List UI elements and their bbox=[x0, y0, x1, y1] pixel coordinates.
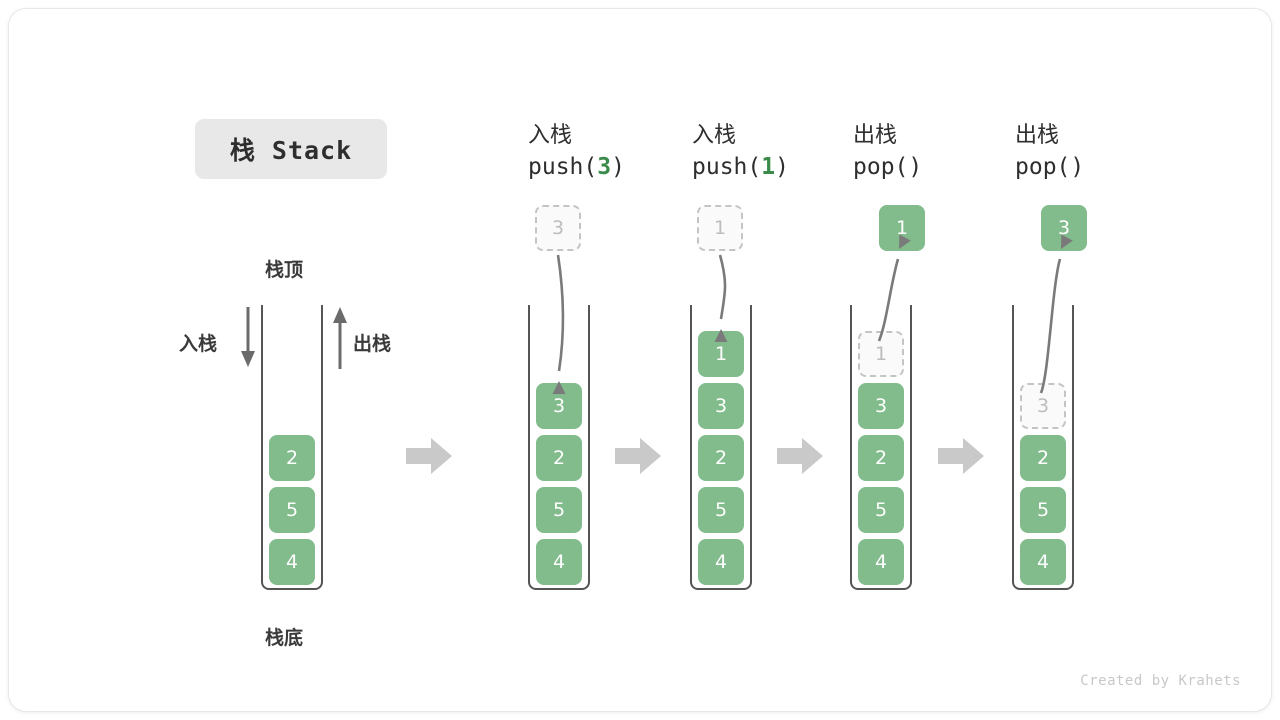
stack-container-step-4 bbox=[1012, 305, 1074, 590]
stack-cell: 4 bbox=[698, 539, 744, 585]
pop-arrow-step-4 bbox=[1039, 234, 1073, 394]
stack-cell: 2 bbox=[1020, 435, 1066, 481]
page-title: 栈 Stack bbox=[195, 119, 387, 179]
stack-container-step-2 bbox=[690, 305, 752, 590]
floating-element-step-1: 3 bbox=[535, 205, 581, 251]
step-separator-arrow-icon-1 bbox=[406, 438, 452, 474]
stack-container-step-3 bbox=[850, 305, 912, 590]
stack-cell: 2 bbox=[269, 435, 315, 481]
operation-argument: 1 bbox=[761, 154, 776, 180]
floating-element-step-2: 1 bbox=[697, 205, 743, 251]
stack-cell: 5 bbox=[269, 487, 315, 533]
stack-cell: 2 bbox=[698, 435, 744, 481]
stack-cell: 5 bbox=[698, 487, 744, 533]
push-arrow-step-1 bbox=[552, 254, 566, 394]
stack-cell: 2 bbox=[858, 435, 904, 481]
stack-cells-step-3: 1 3 2 5 4 bbox=[850, 305, 912, 590]
step-separator-arrow-icon-4 bbox=[938, 438, 984, 474]
floating-element-step-4: 3 bbox=[1041, 205, 1087, 251]
step-operation-label-3: pop() bbox=[853, 154, 923, 180]
stack-container-step-1 bbox=[528, 305, 590, 590]
pop-direction-label: 出栈 bbox=[353, 333, 392, 355]
credit-text: Created by Krahets bbox=[1080, 673, 1241, 689]
pop-direction-arrow-icon bbox=[333, 307, 347, 369]
step-separator-arrow-icon-3 bbox=[777, 438, 823, 474]
stack-cell: 3 bbox=[698, 383, 744, 429]
stack-cell: 5 bbox=[1020, 487, 1066, 533]
stack-cell: 5 bbox=[858, 487, 904, 533]
push-arrow-step-2 bbox=[714, 254, 728, 342]
stack-cell: 3 bbox=[536, 383, 582, 429]
stack-cells-base: 2 5 4 bbox=[261, 305, 323, 590]
push-direction-label: 入栈 bbox=[179, 333, 218, 355]
push-direction-arrow-icon bbox=[241, 307, 255, 367]
stack-cell: 2 bbox=[536, 435, 582, 481]
stack-top-label: 栈顶 bbox=[265, 259, 304, 281]
operation-argument: 3 bbox=[597, 154, 612, 180]
step-header-label-4: 出栈 bbox=[1015, 123, 1060, 148]
step-header-label-3: 出栈 bbox=[853, 123, 898, 148]
stack-container-base bbox=[261, 305, 323, 590]
stack-cell: 1 bbox=[858, 331, 904, 377]
stack-cells-step-2: 1 3 2 5 4 bbox=[690, 305, 752, 590]
floating-element-step-3: 1 bbox=[879, 205, 925, 251]
step-operation-label-4: pop() bbox=[1015, 154, 1085, 180]
stack-cell: 1 bbox=[698, 331, 744, 377]
stack-cell: 3 bbox=[1020, 383, 1066, 429]
stack-cell: 4 bbox=[858, 539, 904, 585]
step-separator-arrow-icon-2 bbox=[615, 438, 661, 474]
step-operation-label-2: push(1) bbox=[692, 154, 789, 180]
stack-cell: 5 bbox=[536, 487, 582, 533]
stack-cells-step-1: 3 2 5 4 bbox=[528, 305, 590, 590]
stack-cells-step-4: 3 2 5 4 bbox=[1012, 305, 1074, 590]
step-operation-label-1: push(3) bbox=[528, 154, 625, 180]
step-header-label-1: 入栈 bbox=[528, 123, 573, 148]
stack-cell: 3 bbox=[858, 383, 904, 429]
stack-bottom-label: 栈底 bbox=[265, 627, 304, 649]
pop-arrow-step-3 bbox=[877, 234, 911, 342]
step-header-label-2: 入栈 bbox=[692, 123, 737, 148]
stack-cell: 4 bbox=[1020, 539, 1066, 585]
stack-cell: 4 bbox=[536, 539, 582, 585]
stack-cell: 4 bbox=[269, 539, 315, 585]
